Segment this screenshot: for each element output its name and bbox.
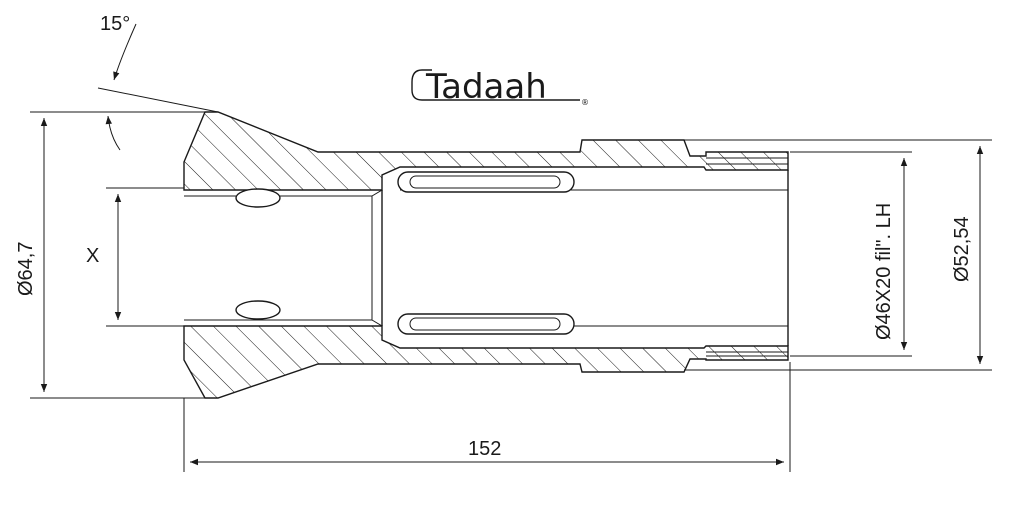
angle-label: 15° [100, 13, 130, 35]
thread-label: Ø46X20 fil". LH [873, 203, 895, 340]
brand-logo: Tadaah ® [411, 67, 589, 107]
logo-registered-mark: ® [581, 98, 589, 107]
thread-detail [706, 157, 788, 357]
body-diameter-label: Ø52,54 [951, 216, 973, 282]
collet-upper-wall [183, 111, 789, 191]
outer-diameter-label: Ø64,7 [15, 242, 37, 296]
lower-slot [397, 313, 575, 335]
collet-lower-wall [183, 325, 789, 399]
logo-text: Tadaah [425, 67, 547, 107]
total-length-label: 152 [468, 438, 501, 460]
bore-label: X [86, 245, 99, 267]
collet-slots [235, 171, 575, 335]
upper-slot [397, 171, 575, 193]
lower-slot-end [235, 300, 281, 320]
upper-slot-end [235, 188, 281, 208]
dimension-lines [30, 23, 992, 472]
